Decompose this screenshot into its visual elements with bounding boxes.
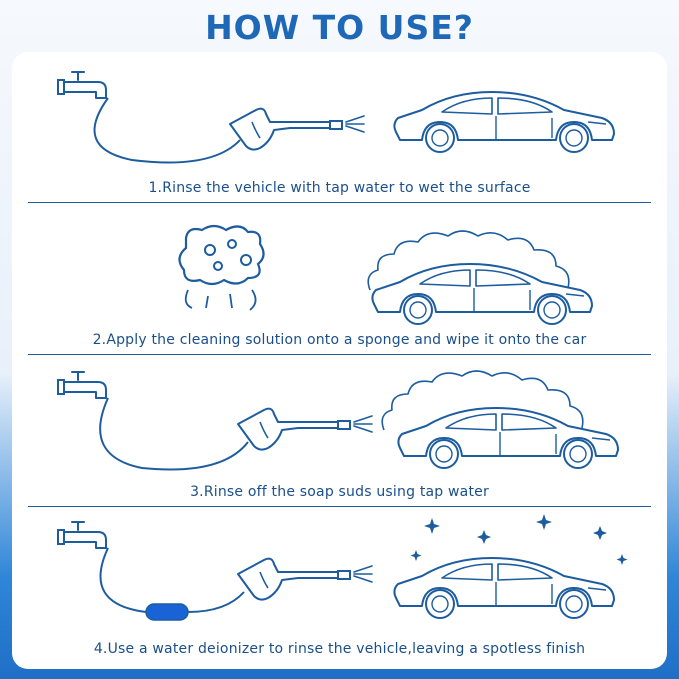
car-icon [393,91,615,153]
step-3-illustration [57,370,619,471]
step-3-caption: 3.Rinse off the soap suds using tap wate… [190,484,489,500]
step-2-caption: 2.Apply the cleaning solution onto a spo… [92,332,587,348]
spray-gun-icon [229,107,343,151]
step-1: 1.Rinse the vehicle with tap water to we… [12,52,667,202]
hose-icon [99,547,147,613]
spray-gun-icon [237,407,351,451]
tap-icon [57,371,107,399]
water-spray-icon [353,415,373,433]
step-1-caption: 1.Rinse the vehicle with tap water to we… [148,180,531,196]
step-4: 4.Use a water deionizer to rinse the veh… [12,508,667,658]
step-2-illustration [178,224,593,325]
sponge-icon [178,224,265,311]
page-title: HOW TO USE? [205,8,474,47]
step-4-caption: 4.Use a water deionizer to rinse the veh… [93,641,586,657]
divider [28,506,651,507]
hose-icon [93,97,241,164]
deionizer-icon [145,603,189,621]
spray-gun-icon [237,557,351,601]
water-spray-icon [353,565,373,583]
tap-icon [57,71,107,99]
sparkle-icon [410,514,628,565]
divider [28,354,651,355]
step-1-illustration [57,71,615,164]
tap-icon [57,521,107,549]
step-2: 2.Apply the cleaning solution onto a spo… [12,204,667,354]
water-spray-icon [345,115,365,133]
instructions-card: 1.Rinse the vehicle with tap water to we… [12,52,667,669]
step-3: 3.Rinse off the soap suds using tap wate… [12,356,667,506]
divider [28,202,651,203]
car-icon [393,557,615,619]
hose-icon [187,591,245,613]
step-4-illustration [57,514,628,621]
hose-icon [99,397,249,471]
